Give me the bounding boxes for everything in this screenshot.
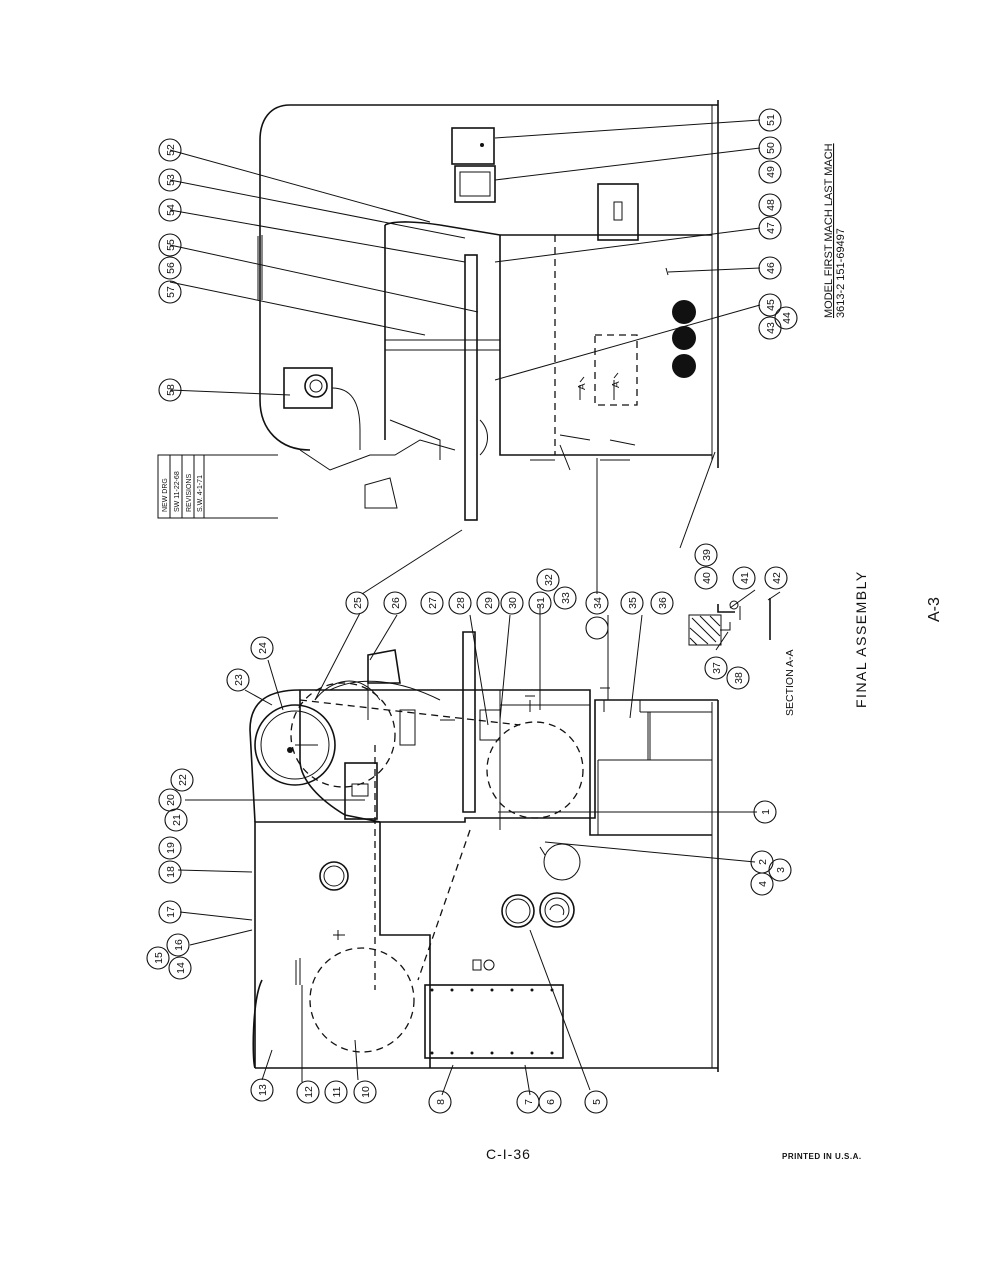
callout-45: 45 xyxy=(765,299,777,311)
callout-11: 11 xyxy=(331,1086,343,1097)
callout-5: 5 xyxy=(591,1099,603,1105)
printed-in-usa: PRINTED IN U.S.A. xyxy=(782,1152,862,1161)
model-header: MODEL FIRST MACH LAST MACH xyxy=(823,143,835,318)
callout-6: 6 xyxy=(545,1099,557,1105)
callout-10: 10 xyxy=(360,1086,372,1098)
sheet-title: FINAL ASSEMBLY xyxy=(853,570,869,708)
callout-54: 54 xyxy=(165,204,177,216)
callout-49: 49 xyxy=(765,166,777,178)
callout-31: 31 xyxy=(535,597,547,609)
callout-56: 56 xyxy=(165,262,177,274)
model-values: 3613-2 151-69497 xyxy=(835,228,847,318)
callout-4: 4 xyxy=(757,881,769,887)
callout-12: 12 xyxy=(303,1086,315,1098)
right-machine-view xyxy=(157,100,719,521)
callout-36: 36 xyxy=(657,597,669,609)
callout-16: 16 xyxy=(173,939,185,951)
callout-42: 42 xyxy=(771,572,783,584)
revision-line-1: NEW DRG xyxy=(162,478,169,512)
callout-26: 26 xyxy=(390,597,402,609)
section-label: SECTION A-A xyxy=(784,649,796,716)
sheet-id: A-3 xyxy=(926,597,943,622)
callout-24: 24 xyxy=(257,642,269,654)
callout-39: 39 xyxy=(701,549,713,561)
model-block: MODEL FIRST MACH LAST MACH 3613-2 151-69… xyxy=(823,143,847,318)
callout-bubbles xyxy=(146,108,798,1114)
revision-line-3: REVISIONS xyxy=(186,474,193,512)
revision-block: NEW DRG SW 11-22-68 REVISIONS S.W. 4-1-7… xyxy=(162,471,204,512)
callout-34: 34 xyxy=(592,597,604,609)
callout-57: 57 xyxy=(165,286,177,298)
callout-numbers: 52 53 54 55 56 57 58 51 50 49 48 47 46 4… xyxy=(153,114,793,1105)
page-number: C-I-36 xyxy=(486,1146,531,1162)
callout-22: 22 xyxy=(177,774,189,786)
callout-35: 35 xyxy=(627,597,639,609)
callout-44: 44 xyxy=(781,312,793,324)
callout-55: 55 xyxy=(165,239,177,251)
callout-18: 18 xyxy=(165,866,177,878)
section-marker-1: A xyxy=(577,383,588,390)
callout-15: 15 xyxy=(153,952,165,964)
callout-43: 43 xyxy=(765,322,777,334)
callout-38: 38 xyxy=(733,672,745,684)
callout-33: 33 xyxy=(560,592,572,604)
callout-19: 19 xyxy=(165,842,177,854)
revision-line-2: SW 11-22-68 xyxy=(174,471,181,512)
callout-7: 7 xyxy=(523,1099,535,1105)
callout-8: 8 xyxy=(435,1099,447,1105)
callout-50: 50 xyxy=(765,142,777,154)
callout-40: 40 xyxy=(701,572,713,584)
callout-21: 21 xyxy=(171,814,183,826)
callout-37: 37 xyxy=(711,662,723,674)
callout-3: 3 xyxy=(775,867,787,873)
callout-46: 46 xyxy=(765,262,777,274)
revision-line-4: S.W. 4-1-71 xyxy=(197,475,204,512)
callout-28: 28 xyxy=(455,597,467,609)
callout-52: 52 xyxy=(165,144,177,156)
callout-48: 48 xyxy=(765,199,777,211)
callout-17: 17 xyxy=(165,906,177,918)
leader-lines xyxy=(169,119,781,1096)
callout-32: 32 xyxy=(543,574,555,586)
callout-29: 29 xyxy=(483,597,495,609)
callout-2: 2 xyxy=(757,859,769,865)
section-marker-2: A xyxy=(611,381,622,388)
callout-30: 30 xyxy=(507,597,519,609)
callout-47: 47 xyxy=(765,222,777,234)
section-a-a-detail: SECTION A-A xyxy=(688,598,796,716)
callout-53: 53 xyxy=(165,174,177,186)
callout-25: 25 xyxy=(352,597,364,609)
callout-41: 41 xyxy=(739,572,751,584)
callout-51: 51 xyxy=(765,114,777,126)
callout-58: 58 xyxy=(165,384,177,396)
callout-1: 1 xyxy=(760,809,772,815)
callout-27: 27 xyxy=(427,597,439,609)
callout-13: 13 xyxy=(257,1084,269,1096)
callout-20: 20 xyxy=(165,794,177,806)
callout-14: 14 xyxy=(175,962,187,974)
callout-23: 23 xyxy=(233,674,245,686)
